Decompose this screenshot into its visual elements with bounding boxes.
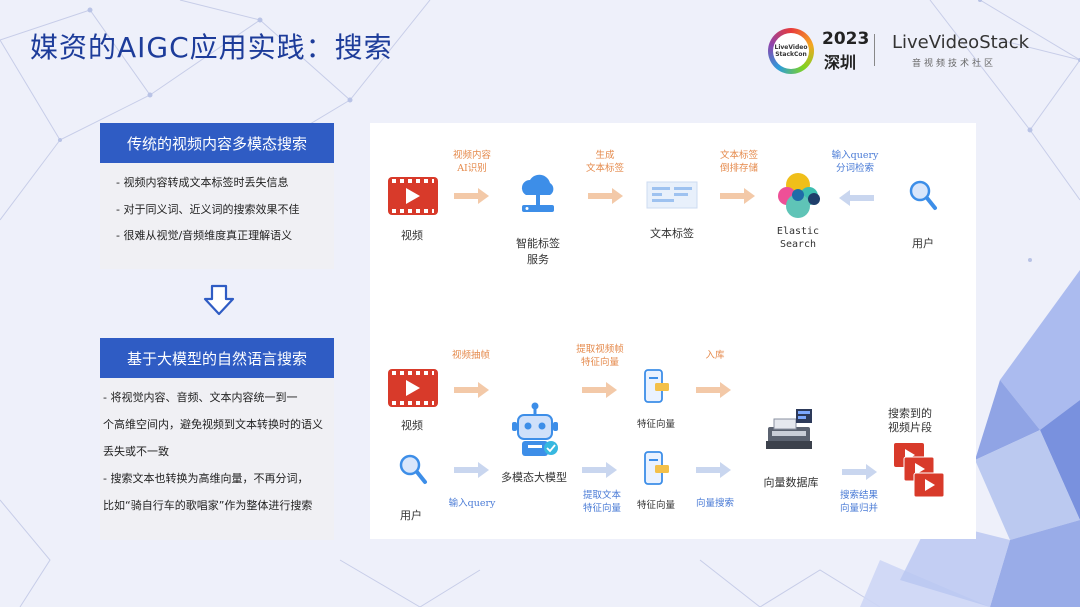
bottom-video-label: 视频 xyxy=(401,419,423,432)
feature-vector-phone-icon xyxy=(644,451,669,485)
cloud-service-icon xyxy=(521,174,554,212)
top-video-label: 视频 xyxy=(401,229,423,242)
extract-frame-label: 提取视频帧 特征向量 xyxy=(572,343,628,369)
es-line: Search xyxy=(779,239,817,250)
video-play-icon xyxy=(388,177,438,215)
input-query-label: 输入query xyxy=(448,498,496,509)
badge-text-1: LiveVideo xyxy=(774,44,808,51)
extract-text-label: 提取文本 特征向量 xyxy=(574,489,630,515)
result-line: 搜索结果 xyxy=(839,490,878,501)
feature-vector-phone-icon xyxy=(644,369,669,403)
bullet-item: - 很难从视觉/音频维度真正理解语义 xyxy=(116,229,293,242)
arrow-right-icon xyxy=(588,188,623,204)
desc-line: - 搜索文本也转换为高维向量，不再分词， xyxy=(103,472,309,485)
arrow-right-icon xyxy=(842,464,877,480)
arrow-right-icon xyxy=(582,462,617,478)
user-search-icon xyxy=(909,180,937,210)
diagram-card: 视频 视频内容 AI识别 智能标签 服务 生成 文本标签 文本标签 文本标签 倒… xyxy=(370,123,976,539)
video-play-icon xyxy=(388,369,438,407)
top-step3-label: 文本标签 倒排存储 xyxy=(714,149,764,175)
livevideostackcon-logo: LiveVideo StackCon xyxy=(768,28,814,74)
extract-frame-line: 特征向量 xyxy=(580,357,619,368)
llm-search-heading: 基于大模型的自然语言搜索 xyxy=(100,338,334,378)
vector-db-label: 向量数据库 xyxy=(763,476,819,489)
text-tag-icon xyxy=(646,181,698,209)
es-line: Elastic xyxy=(776,226,820,237)
feature-vector-label-1: 特征向量 xyxy=(636,419,675,430)
step3-line: 文本标签 xyxy=(719,150,758,161)
arrow-right-icon xyxy=(696,382,731,398)
step4-line: 分词检索 xyxy=(835,163,874,174)
extract-text-line: 特征向量 xyxy=(582,503,621,514)
multimodal-model-label: 多模态大模型 xyxy=(501,471,567,484)
step2-line: 文本标签 xyxy=(585,163,624,174)
result-line: 向量归并 xyxy=(839,503,878,514)
arrow-right-icon xyxy=(454,188,489,204)
result-merge-label: 搜索结果 向量归并 xyxy=(834,489,884,515)
top-step2-label: 生成 文本标签 xyxy=(583,149,627,175)
brand-subtitle: 音视频技术社区 xyxy=(912,59,997,69)
frame-extract-label: 视频抽帧 xyxy=(451,350,490,361)
clips-label: 搜索到的 视频片段 xyxy=(882,407,938,435)
arrow-right-icon xyxy=(454,462,489,478)
llm-search-description: - 将视觉内容、音频、文本内容统一到一 个高维空间内，避免视频到文本转换时的语义… xyxy=(103,384,335,519)
arrow-right-icon xyxy=(582,382,617,398)
step4-line: 输入query xyxy=(831,150,879,161)
video-clips-icon xyxy=(894,443,945,498)
feature-vector-label-2: 特征向量 xyxy=(636,500,675,511)
bullet-item: - 对于同义词、近义词的搜索效果不佳 xyxy=(116,202,300,216)
arrow-right-icon xyxy=(720,188,755,204)
top-user-label: 用户 xyxy=(912,237,934,250)
arrow-left-icon xyxy=(839,190,874,206)
conference-year: 2023 xyxy=(822,29,870,49)
store-label: 入库 xyxy=(705,350,725,361)
tag-service-label: 智能标签 服务 xyxy=(510,235,566,267)
down-arrow-icon xyxy=(203,284,235,316)
step1-line: 视频内容 xyxy=(452,150,491,161)
extract-frame-line: 提取视频帧 xyxy=(576,344,624,355)
desc-line: - 将视觉内容、音频、文本内容统一到一 xyxy=(103,391,298,404)
elasticsearch-label: Elastic Search xyxy=(772,225,824,251)
extract-text-line: 提取文本 xyxy=(582,490,621,501)
step3-line: 倒排存储 xyxy=(719,163,758,174)
traditional-search-bullets: - 视频内容转成文本标签时丢失信息 - 对于同义词、近义词的搜索效果不佳 - 很… xyxy=(116,170,299,250)
elasticsearch-logo-icon xyxy=(778,173,820,218)
user-search-icon xyxy=(399,454,427,484)
top-step1-label: 视频内容 AI识别 xyxy=(450,149,494,175)
brand-name: LiveVideoStack xyxy=(892,32,1030,53)
traditional-search-heading: 传统的视频内容多模态搜索 xyxy=(100,123,334,163)
tag-service-line: 智能标签 xyxy=(516,237,560,250)
arrow-right-icon xyxy=(696,462,731,478)
clips-line: 搜索到的 xyxy=(888,407,932,420)
desc-line: 个高维空间内，避免视频到文本转换时的语义 xyxy=(103,418,323,431)
arrow-right-icon xyxy=(454,382,489,398)
text-tag-label: 文本标签 xyxy=(650,227,694,240)
badge-text-2: StackCon xyxy=(775,51,807,58)
vector-search-label: 向量搜索 xyxy=(695,498,734,509)
desc-line: 比如“骑自行车的歌唱家”作为整体进行搜索 xyxy=(103,499,313,512)
step1-line: AI识别 xyxy=(457,163,487,174)
conference-logos: LiveVideo StackCon 2023 深圳 LiveVideoStac… xyxy=(766,26,1036,76)
multimodal-model-robot-icon xyxy=(512,402,558,456)
step2-line: 生成 xyxy=(595,150,615,161)
tag-service-line: 服务 xyxy=(527,253,549,266)
bottom-user-label: 用户 xyxy=(400,509,422,522)
slide-title: 媒资的AIGC应用实践：搜索 xyxy=(30,31,393,64)
bullet-item: - 视频内容转成文本标签时丢失信息 xyxy=(116,176,289,189)
vector-database-icon xyxy=(766,409,812,449)
conference-city: 深圳 xyxy=(824,53,857,72)
desc-line: 丢失或不一致 xyxy=(103,445,169,458)
logo-divider xyxy=(874,34,875,66)
clips-line: 视频片段 xyxy=(888,421,932,434)
top-step4-label: 输入query 分词检索 xyxy=(830,149,880,175)
